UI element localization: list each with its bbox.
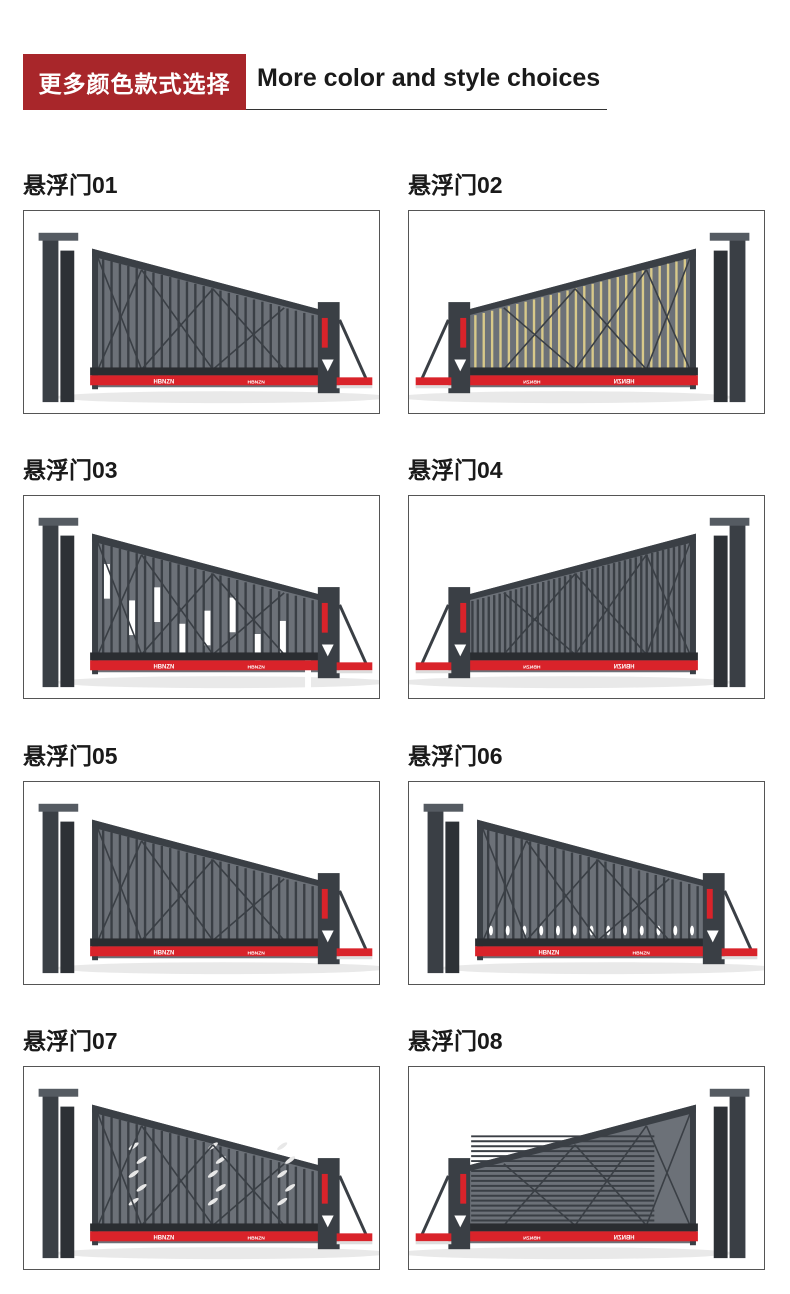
brand-label: HBNZN [538, 950, 559, 956]
gate-panel: HBNZN HBNZN [90, 533, 326, 693]
gate-illustration: HBNZN HBNZN [38, 803, 379, 975]
gate-image: HBNZN HBNZN [409, 1088, 750, 1260]
brand-label: HBNZN [153, 664, 174, 670]
gate-image-frame: HBNZN HBNZN [408, 781, 765, 985]
gate-infill-blocks [97, 542, 314, 693]
gate-image: HBNZN HBNZN [409, 232, 750, 404]
header-title-en: More color and style choices [257, 64, 601, 92]
motor-pillar [317, 587, 373, 679]
gate-infill-louver [471, 1113, 691, 1227]
gate-image: HBNZN HBNZN [38, 1088, 379, 1260]
gate-illustration: HBNZN HBNZN [409, 1088, 750, 1260]
brand-label: HBNZN [153, 379, 174, 385]
gate-infill-bars [97, 257, 314, 371]
gate-illustration: HBNZN HBNZN [38, 1088, 379, 1260]
gate-style-title: 悬浮门05 [23, 743, 118, 769]
motor-pillar [415, 587, 471, 679]
gate-illustration: HBNZN HBNZN [409, 517, 750, 689]
gate-image: HBNZN HBNZN [409, 517, 750, 689]
brand-label: HBNZN [153, 950, 174, 956]
receiving-pillar [709, 517, 750, 688]
gate-infill-dense [471, 542, 691, 656]
receiving-pillar [709, 232, 750, 403]
gate-image: HBNZN HBNZN [38, 803, 379, 975]
brand-label: HBNZN [614, 664, 635, 670]
brand-label: HBNZN [614, 379, 635, 385]
gate-image-frame: HBNZN HBNZN [23, 495, 380, 699]
motor-pillar [317, 873, 373, 965]
receiving-pillar [38, 517, 79, 688]
gate-illustration: HBNZN HBNZN [409, 232, 750, 404]
gate-panel: HBNZN HBNZN [462, 1104, 698, 1246]
motor-pillar [415, 302, 471, 394]
gate-panel: HBNZN HBNZN [475, 819, 711, 961]
section-header: 更多颜色款式选择 More color and style choices [23, 54, 607, 110]
gate-style-title: 悬浮门08 [408, 1028, 503, 1054]
brand-label: HBNZN [614, 1235, 635, 1241]
gate-infill-bars [97, 828, 314, 942]
gate-image-frame: HBNZN HBNZN [23, 1066, 380, 1270]
gate-panel: HBNZN HBNZN [90, 819, 326, 961]
gate-style-title: 悬浮门07 [23, 1028, 118, 1054]
gate-panel: HBNZN HBNZN [90, 1104, 326, 1246]
brand-label-small: HBNZN [248, 950, 266, 956]
motor-pillar [317, 1158, 373, 1250]
brand-label-small: HBNZN [523, 379, 541, 385]
gate-style-title: 悬浮门01 [23, 172, 118, 198]
gate-image-frame: HBNZN HBNZN [408, 210, 765, 414]
gate-infill-drops [482, 828, 699, 942]
brand-label-small: HBNZN [633, 950, 651, 956]
receiving-pillar [38, 1088, 79, 1259]
gate-image: HBNZN HBNZN [38, 517, 379, 693]
gate-style-title: 悬浮门03 [23, 457, 118, 483]
brand-label-small: HBNZN [523, 1235, 541, 1241]
brand-label-small: HBNZN [248, 1235, 266, 1241]
gate-image-frame: HBNZN HBNZN [23, 210, 380, 414]
gate-infill-bamboo [97, 1113, 314, 1227]
gate-illustration: HBNZN HBNZN [423, 803, 764, 975]
receiving-pillar [38, 803, 79, 974]
gate-image-frame: HBNZN HBNZN [408, 495, 765, 699]
gate-panel: HBNZN HBNZN [90, 248, 326, 390]
gate-panel: HBNZN HBNZN [462, 533, 698, 675]
motor-pillar [702, 873, 758, 965]
gate-image: HBNZN HBNZN [38, 232, 379, 404]
gate-style-title: 悬浮门02 [408, 172, 503, 198]
gate-style-title: 悬浮门04 [408, 457, 503, 483]
header-title-cn: 更多颜色款式选择 [23, 54, 246, 110]
gate-image: HBNZN HBNZN [423, 803, 764, 975]
motor-pillar [317, 302, 373, 394]
brand-label-small: HBNZN [248, 379, 266, 385]
brand-label-small: HBNZN [523, 664, 541, 670]
gate-panel: HBNZN HBNZN [462, 248, 698, 390]
receiving-pillar [423, 803, 464, 974]
gate-style-title: 悬浮门06 [408, 743, 503, 769]
gate-illustration: HBNZN HBNZN [38, 232, 379, 404]
gate-image-frame: HBNZN HBNZN [408, 1066, 765, 1270]
motor-pillar [415, 1158, 471, 1250]
brand-label: HBNZN [153, 1235, 174, 1241]
header-underline [246, 109, 607, 110]
brand-label-small: HBNZN [248, 664, 266, 670]
receiving-pillar [38, 232, 79, 403]
gate-image-frame: HBNZN HBNZN [23, 781, 380, 985]
gate-illustration: HBNZN HBNZN [38, 517, 379, 693]
gate-infill-gold-bars [474, 257, 691, 371]
receiving-pillar [709, 1088, 750, 1259]
